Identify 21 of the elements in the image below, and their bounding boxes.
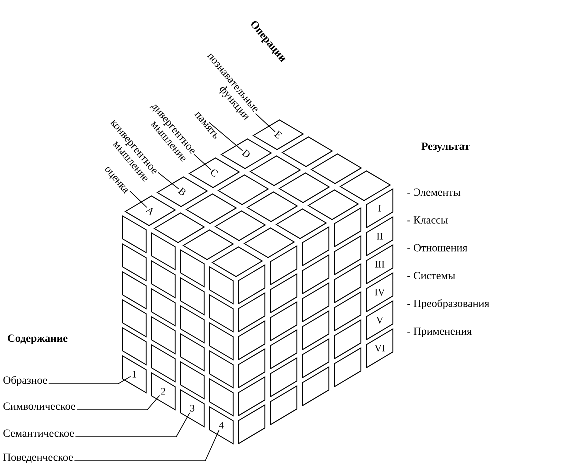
- result-label: - Элементы: [408, 188, 461, 196]
- axis-label: Поведенческое: [4, 454, 74, 464]
- leader-line: [75, 412, 190, 438]
- leader-line: [208, 122, 244, 152]
- result-label: - Системы: [408, 272, 456, 280]
- leader-line: [194, 154, 212, 170]
- leader-line: [255, 113, 276, 132]
- leader-line: [48, 376, 132, 384]
- result-label: - Преобразования: [408, 299, 490, 310]
- axis-label: Символическое: [4, 402, 76, 410]
- axis-label: Семантическое: [4, 430, 74, 438]
- result-label: - Применения: [408, 328, 472, 338]
- result-label: - Отношения: [408, 244, 468, 252]
- result-label: - Классы: [408, 216, 448, 224]
- leader-line: [76, 395, 160, 410]
- leader-line: [158, 172, 180, 190]
- axis-title: Содержание: [8, 334, 68, 344]
- axis-label: Образное: [4, 376, 48, 386]
- axis-title: Результат: [422, 142, 470, 152]
- leader-line: [74, 430, 220, 462]
- leader-line: [130, 190, 148, 208]
